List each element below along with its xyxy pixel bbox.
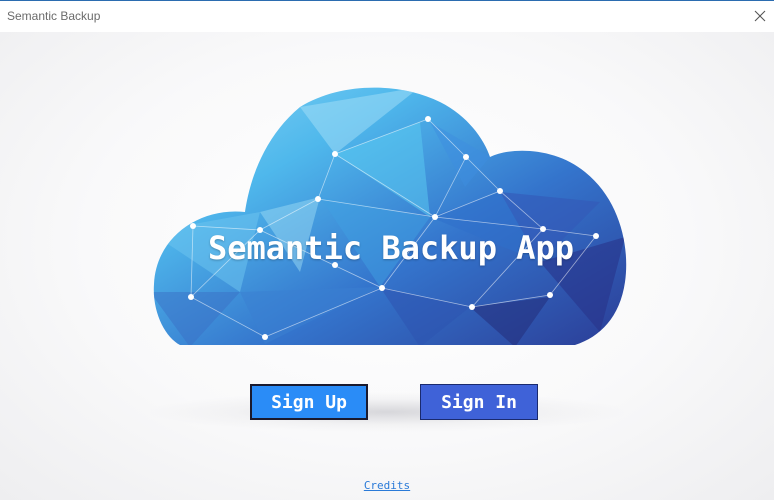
sign-in-button[interactable]: Sign In	[420, 384, 538, 420]
close-button[interactable]	[746, 3, 774, 29]
cloud-network-icon	[153, 87, 627, 345]
main-content: Semantic Backup App Sign Up Sign In Cred…	[0, 32, 774, 500]
credits-link[interactable]: Credits	[363, 479, 411, 492]
sign-up-button[interactable]: Sign Up	[250, 384, 368, 420]
window-title: Semantic Backup	[7, 9, 101, 23]
floor-shadow	[150, 392, 624, 432]
credits-link-container: Credits	[0, 479, 774, 492]
title-bar: Semantic Backup	[0, 1, 774, 31]
close-icon	[754, 10, 766, 22]
app-title: Semantic Backup App	[207, 229, 575, 267]
